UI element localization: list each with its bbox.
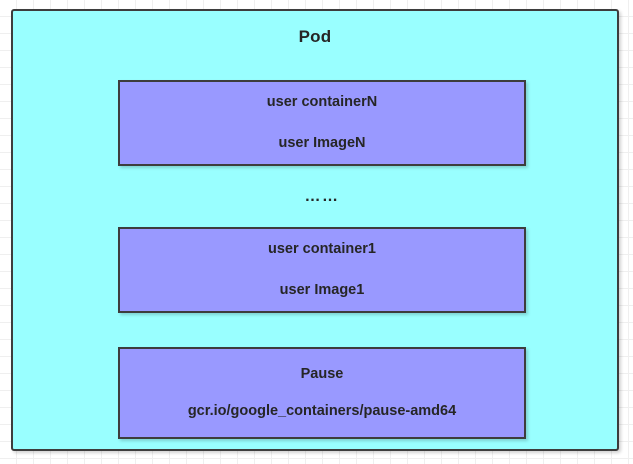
container-image-label: user Image1 [279, 281, 365, 298]
container-name-label: user container1 [268, 241, 376, 258]
container-box-user-container1: user container1 user Image1 [118, 227, 526, 313]
ellipsis-separator: …… [304, 188, 340, 205]
container-name-label: user containerN [266, 94, 378, 111]
pod-container: Pod user containerN user ImageN …… user … [11, 9, 619, 451]
container-box-pause: Pause gcr.io/google_containers/pause-amd… [118, 347, 526, 439]
container-name-label: Pause [300, 365, 344, 382]
container-image-label: gcr.io/google_containers/pause-amd64 [187, 403, 457, 419]
container-image-label: user ImageN [278, 134, 366, 151]
pod-title: Pod [298, 27, 332, 46]
container-box-user-containerN: user containerN user ImageN [118, 80, 526, 166]
